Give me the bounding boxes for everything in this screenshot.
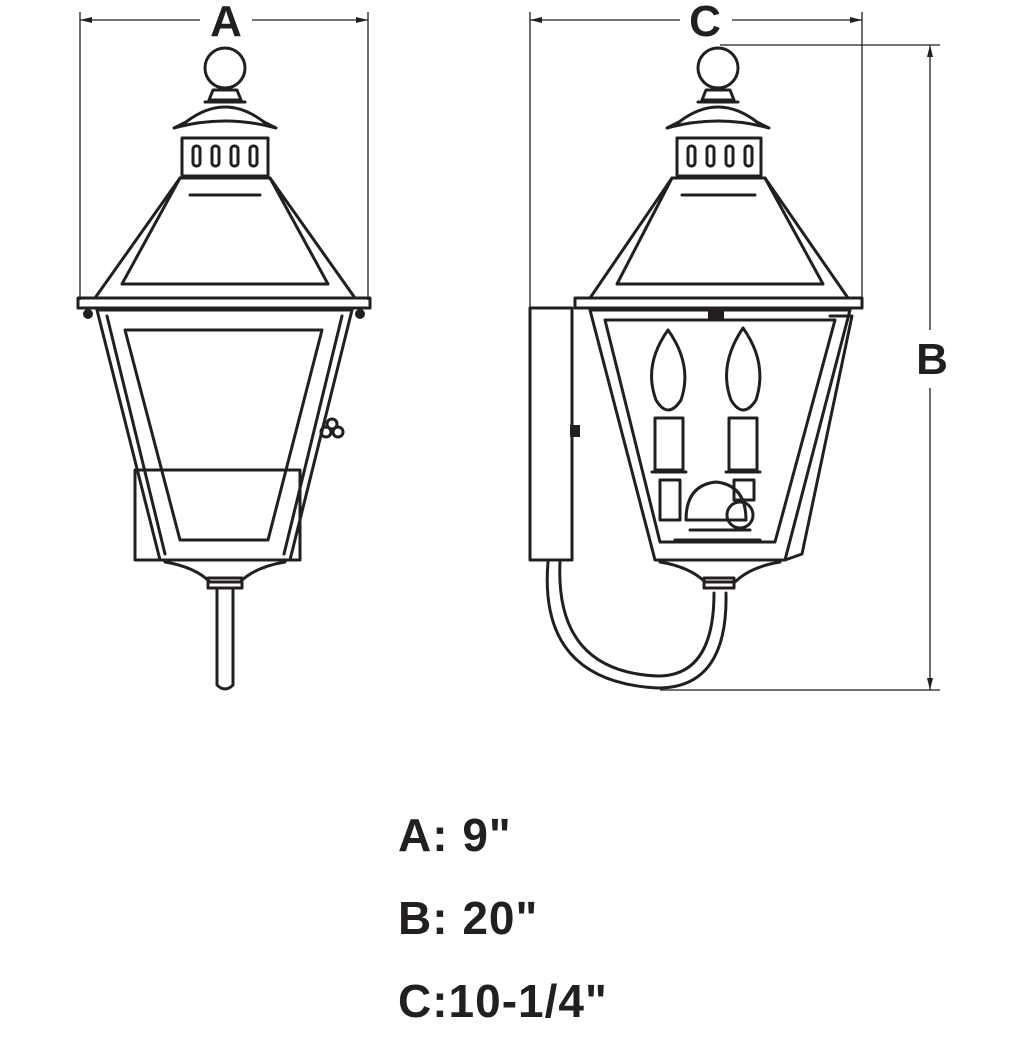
label-c: C (689, 0, 721, 46)
dimension-b: B (660, 44, 957, 691)
dimension-a-text: A: 9" (398, 809, 512, 861)
dimension-b-text: B: 20" (398, 892, 539, 944)
dimension-c: C (529, 0, 863, 310)
front-view-lantern (76, 46, 372, 691)
lantern-drawing: A C B (76, 0, 957, 691)
label-b: B (916, 335, 948, 384)
dimension-list: A: 9" B: 20" C:10-1/4" (398, 805, 608, 1054)
dimension-c-text: C:10-1/4" (398, 975, 608, 1027)
label-a: A (210, 0, 242, 46)
side-view-lantern (528, 46, 864, 690)
dimension-a: A (79, 0, 369, 300)
